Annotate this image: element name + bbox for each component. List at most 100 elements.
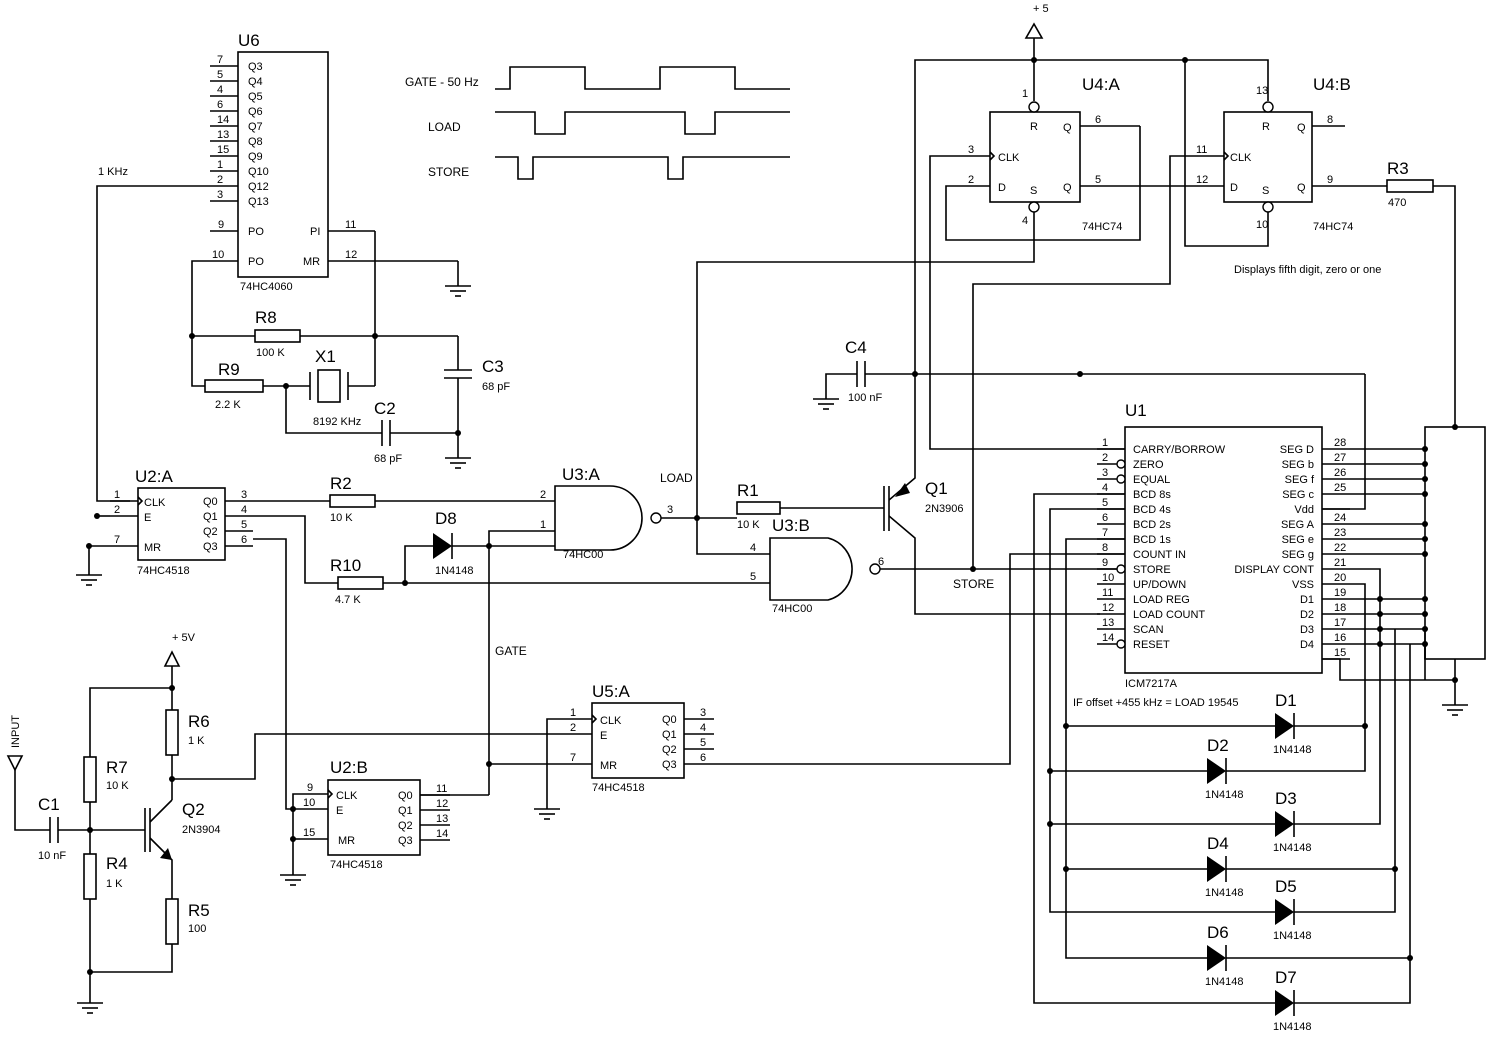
r1-ref: R1 (737, 481, 759, 500)
u3b-part: 74HC00 (772, 603, 812, 615)
u4b-r-num: 13 (1256, 85, 1268, 97)
u6-mr-num: 12 (345, 249, 357, 261)
bus-junction (1422, 551, 1428, 557)
timing-diagram: GATE - 50 Hz LOAD STORE (405, 66, 790, 180)
u3b-ref: U3:B (772, 516, 810, 535)
u6-pi-name: PI (310, 226, 320, 238)
u1-part: ICM7217A (1125, 678, 1178, 690)
ground-symbols (76, 285, 1468, 1014)
ground-symbol (76, 574, 102, 586)
u1-right-pin-name: SEG e (1282, 534, 1314, 546)
u1-left-pin-num: 3 (1102, 467, 1108, 479)
u2a-clk-name: CLK (144, 497, 166, 509)
counter-output-num: 12 (436, 798, 448, 810)
counter-output-name: Q3 (398, 835, 413, 847)
u2a-body (137, 487, 226, 561)
u1-left-pin-num: 1 (1102, 437, 1108, 449)
u1-right-pin-num: 26 (1334, 467, 1346, 479)
bus-junction (1422, 476, 1428, 482)
rail-label: + 5 (1033, 3, 1049, 15)
u1-right-pin-name: SEG c (1282, 489, 1314, 501)
counter-output-name: Q0 (398, 790, 413, 802)
u6-pin-name: Q10 (248, 166, 269, 178)
u5a-e-name: E (600, 730, 607, 742)
ground-symbol (280, 874, 306, 886)
r10-value: 4.7 K (335, 594, 361, 606)
u6-pin-name: Q9 (248, 151, 263, 163)
u1-right-pin-num: 23 (1334, 527, 1346, 539)
u5a-part: 74HC4518 (592, 782, 645, 794)
counter-output-num: 6 (700, 752, 706, 764)
net-store-label: STORE (953, 577, 994, 591)
u1-pin-bubble (1116, 459, 1126, 469)
u6-pin-name: Q4 (248, 76, 263, 88)
u1-right-pin-num: 20 (1334, 572, 1346, 584)
u6-pin-name: Q8 (248, 136, 263, 148)
r3-display-bus: R3 470 Displays fifth digit, zero or one (1234, 159, 1486, 705)
u1-left-pin-name: BCD 8s (1133, 489, 1171, 501)
ground-symbol (813, 398, 839, 410)
u2a-ref: U2:A (135, 467, 173, 486)
d4-part: 1N4148 (1205, 887, 1244, 899)
u4a-d-name: D (998, 182, 1006, 194)
u4b-clk-name: CLK (1230, 152, 1252, 164)
u3a-out: 3 (667, 504, 673, 516)
u1-right-pin-num: 21 (1334, 557, 1346, 569)
u4b-qn-num: 9 (1327, 174, 1333, 186)
u2b-clk-num: 9 (307, 782, 313, 794)
u5a-counter: U5:A 74HC4518 1 CLK 2 E 7 MR 3Q04Q15Q26Q… (172, 553, 1125, 809)
r10-body (337, 576, 384, 590)
r7-value: 10 K (106, 780, 129, 792)
u1-right-pin-name: SEG A (1281, 519, 1315, 531)
u1-left-pin-num: 11 (1102, 587, 1113, 599)
timing-store-label: STORE (428, 165, 469, 179)
net-load-label: LOAD (660, 471, 693, 485)
u1-right-pin-name: SEG b (1282, 459, 1314, 471)
d6-part: 1N4148 (1205, 976, 1244, 988)
u3b-in1: 4 (750, 542, 756, 554)
r2-ref: R2 (330, 474, 352, 493)
u4a-s-num: 4 (1022, 215, 1028, 227)
u1-right-pin-num: 22 (1334, 542, 1346, 554)
u6-pin-name: Q13 (248, 196, 269, 208)
u6-body (237, 51, 329, 278)
u1-left-pin-num: 9 (1102, 557, 1108, 569)
u1-right-pin-num: 27 (1334, 452, 1346, 464)
u1-left-pin-num: 6 (1102, 512, 1108, 524)
u1-left-pin-name: RESET (1133, 639, 1170, 651)
u2a-clk-num: 1 (114, 489, 120, 501)
u3a-in2: 1 (540, 519, 546, 531)
counter-output-num: 13 (436, 813, 448, 825)
u1-right-pin-name: D3 (1300, 624, 1314, 636)
net-1khz-label: 1 KHz (98, 166, 128, 178)
u1-left-pin-num: 4 (1102, 482, 1108, 494)
bus-junction (1422, 521, 1428, 527)
r8-ref: R8 (255, 308, 277, 327)
c1-ref: C1 (38, 795, 60, 814)
c1-value: 10 nF (38, 850, 66, 862)
vss-wire (1350, 583, 1366, 614)
u4a-q-num: 6 (1095, 114, 1101, 126)
d7-ref: D7 (1275, 968, 1297, 987)
u2b-clk-name: CLK (336, 790, 358, 802)
d3-ref: D3 (1275, 789, 1297, 808)
r6-body (165, 709, 179, 756)
vcc-arrow-top (1024, 22, 1044, 39)
u1-right-pin-name: Vdd (1294, 504, 1314, 516)
u1-left-pin-num: 10 (1102, 572, 1114, 584)
timing-load-label: LOAD (428, 120, 461, 134)
u6-pin-name: Q6 (248, 106, 263, 118)
u1-left-pin-name: COUNT IN (1133, 549, 1186, 561)
u6-pin-name: Q5 (248, 91, 263, 103)
store-waveform (495, 156, 790, 180)
u6-ref: U6 (238, 31, 260, 50)
r10-ref: R10 (330, 556, 361, 575)
u4b-s-num: 10 (1256, 219, 1268, 231)
r5-value: 100 (188, 923, 206, 935)
d5-ref: D5 (1275, 877, 1297, 896)
u1-right-pin-num: 28 (1334, 437, 1346, 449)
u2b-part: 74HC4518 (330, 859, 383, 871)
u2b-counter: U2:B 74HC4518 9 CLK 10 E 15 MR 11Q012Q11… (253, 538, 489, 875)
